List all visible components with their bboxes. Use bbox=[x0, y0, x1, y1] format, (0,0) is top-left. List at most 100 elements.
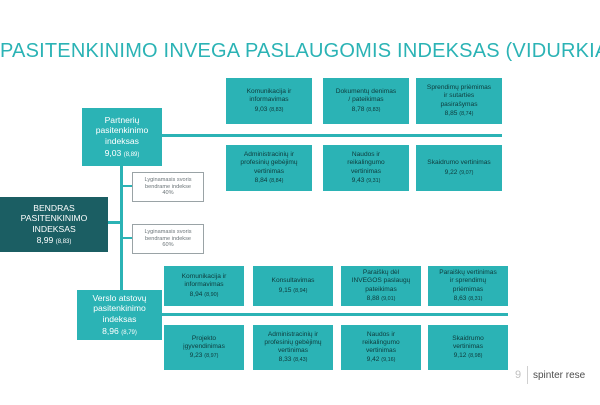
item-label: priėmimas bbox=[452, 285, 484, 293]
item-label: Skaidrumo vertinimas bbox=[427, 159, 491, 167]
item-prev-value: (8,83) bbox=[366, 106, 381, 113]
item-label: Sprendimų priėmimas bbox=[426, 84, 492, 92]
business-item-transparency: Skaidrumo vertinimas 9,12 (8,98) bbox=[428, 325, 508, 370]
item-label: Konsultavimas bbox=[271, 277, 315, 285]
business-label-line: indeksas bbox=[102, 313, 137, 324]
business-item-application-submission: Paraiškų dėl INVEGOS paslaugų pateikimas… bbox=[341, 266, 421, 306]
partners-item-transparency: Skaidrumo vertinimas 9,22 (9,07) bbox=[416, 145, 502, 191]
item-label: Naudos ir bbox=[366, 330, 396, 338]
business-weight-note: Lyginamasis svoris bendrame indekse 60% bbox=[132, 224, 204, 254]
item-label: informavimas bbox=[184, 281, 224, 289]
item-label: reikalingumo bbox=[362, 338, 400, 346]
overall-label-line: PASITENKINIMO bbox=[20, 213, 88, 224]
partners-label-line: Partnerių bbox=[104, 114, 140, 125]
item-value: 9,42 bbox=[366, 356, 380, 364]
item-prev-value: (9,31) bbox=[366, 177, 381, 184]
item-value: 9,12 bbox=[453, 352, 467, 360]
item-label: vertinimas bbox=[253, 167, 285, 175]
partners-index-box: Partnerių pasitenkinimo indeksas 9,03 (8… bbox=[82, 108, 162, 166]
item-value: 9,43 bbox=[351, 176, 365, 184]
business-item-application-evaluation: Paraiškų vertinimas ir sprendimų priėmim… bbox=[428, 266, 508, 306]
business-item-project-implementation: Projekto įgyvendinimas 9,23 (8,97) bbox=[164, 325, 244, 370]
item-label: / pateikimas bbox=[348, 96, 384, 104]
item-value: 9,23 bbox=[189, 352, 203, 360]
item-label: vertinimas bbox=[365, 347, 397, 354]
item-value: 9,03 bbox=[254, 105, 268, 113]
weight-line: 40% bbox=[162, 190, 174, 197]
business-label-line: pasitenkinimo bbox=[93, 303, 146, 314]
footer-divider bbox=[527, 366, 528, 384]
overall-link bbox=[108, 221, 122, 224]
item-prev-value: (9,07) bbox=[459, 169, 474, 176]
business-item-benefit: Naudos ir reikalingumo vertinimas 9,42 (… bbox=[341, 325, 421, 370]
item-label: Dokumentų denimas bbox=[335, 88, 397, 96]
item-label: pateikimas bbox=[365, 285, 397, 293]
overall-value: 8,99 bbox=[36, 234, 54, 245]
page-title: PASITENKINIMO INVEGA PASLAUGOMIS INDEKSA… bbox=[0, 40, 600, 62]
overall-index-box: BENDRAS PASITENKINIMO INDEKSAS 8,99 (8,8… bbox=[0, 197, 108, 252]
item-label: Naudos ir bbox=[351, 151, 381, 159]
item-value: 8,78 bbox=[351, 105, 365, 113]
item-label: Paraiškų vertinimas bbox=[439, 269, 497, 277]
trunk-line bbox=[120, 166, 123, 290]
item-prev-value: (8,84) bbox=[269, 177, 284, 184]
weight-line: Lyginamasis svoris bbox=[144, 228, 192, 235]
partners-value: 9,03 bbox=[104, 147, 122, 158]
item-prev-value: (8,74) bbox=[459, 110, 474, 117]
overall-label-line: INDEKSAS bbox=[32, 223, 76, 234]
item-label: Administracinių ir bbox=[243, 151, 295, 159]
item-label: vertinimas bbox=[350, 167, 382, 175]
item-prev-value: (8,97) bbox=[204, 353, 219, 360]
item-label: INVEGOS paslaugų bbox=[351, 277, 411, 285]
partners-item-communication: Komunikacija ir informavimas 9,03 (8,83) bbox=[226, 78, 312, 124]
partners-weight-note: Lyginamasis svoris bendrame indekse 40% bbox=[132, 172, 204, 202]
overall-prev-value: (8,83) bbox=[55, 238, 72, 245]
item-label: Skaidrumo bbox=[452, 334, 484, 342]
weight-link-bottom bbox=[122, 237, 132, 239]
item-prev-value: (8,98) bbox=[468, 353, 483, 360]
item-value: 8,84 bbox=[254, 176, 268, 184]
item-label: vertinimas bbox=[277, 347, 309, 354]
business-index-box: Verslo atstovų pasitenkinimo indeksas 8,… bbox=[77, 290, 162, 340]
item-label: vertinimas bbox=[452, 342, 484, 350]
item-value: 8,63 bbox=[453, 294, 467, 302]
partners-item-benefit: Naudos ir reikalingumo vertinimas 9,43 (… bbox=[323, 145, 409, 191]
partners-label-line: pasitenkinimo bbox=[95, 125, 149, 136]
business-prev-value: (8,79) bbox=[121, 329, 137, 336]
item-label: informavimas bbox=[249, 96, 289, 104]
weight-line: 60% bbox=[162, 242, 174, 249]
partners-bus bbox=[162, 134, 502, 137]
partners-item-admin-skills: Administracinių ir profesinių gebėjimų v… bbox=[226, 145, 312, 191]
item-label: profesinių gebėjimų bbox=[240, 159, 298, 167]
item-label: Komunikacija ir bbox=[181, 273, 227, 281]
partners-item-decisions: Sprendimų priėmimas ir sutarties pasiraš… bbox=[416, 78, 502, 124]
business-bus bbox=[162, 313, 508, 316]
item-value: 8,85 bbox=[444, 109, 458, 117]
partners-prev-value: (8,89) bbox=[123, 151, 140, 158]
item-label: Administracinių ir bbox=[267, 330, 319, 338]
item-value: 8,94 bbox=[189, 290, 203, 298]
weight-line: Lyginamasis svoris bbox=[144, 176, 192, 183]
business-value: 8,96 bbox=[102, 325, 119, 336]
weight-line: bendrame indekse bbox=[144, 183, 192, 190]
item-value: 9,22 bbox=[444, 168, 458, 176]
partners-item-documents: Dokumentų denimas / pateikimas 8,78 (8,8… bbox=[323, 78, 409, 124]
overall-label-line: BENDRAS bbox=[33, 202, 75, 213]
item-label: Projekto bbox=[191, 334, 217, 342]
item-prev-value: (9,16) bbox=[381, 357, 396, 364]
item-label: reikalingumo bbox=[347, 159, 385, 167]
item-value: 8,88 bbox=[366, 294, 380, 302]
item-prev-value: (9,01) bbox=[381, 295, 396, 302]
weight-line: bendrame indekse bbox=[144, 235, 192, 242]
item-label: ir sprendimų bbox=[449, 277, 487, 285]
item-prev-value: (8,31) bbox=[468, 295, 483, 302]
item-prev-value: (8,83) bbox=[269, 106, 284, 113]
page-number: 9 bbox=[515, 369, 522, 381]
item-prev-value: (8,94) bbox=[293, 287, 308, 294]
item-prev-value: (8,43) bbox=[293, 357, 308, 364]
item-prev-value: (8,90) bbox=[204, 291, 219, 298]
brand-logo-text: spinter rese bbox=[533, 370, 586, 381]
item-value: 8,33 bbox=[278, 356, 292, 364]
weight-link-top bbox=[122, 185, 132, 187]
